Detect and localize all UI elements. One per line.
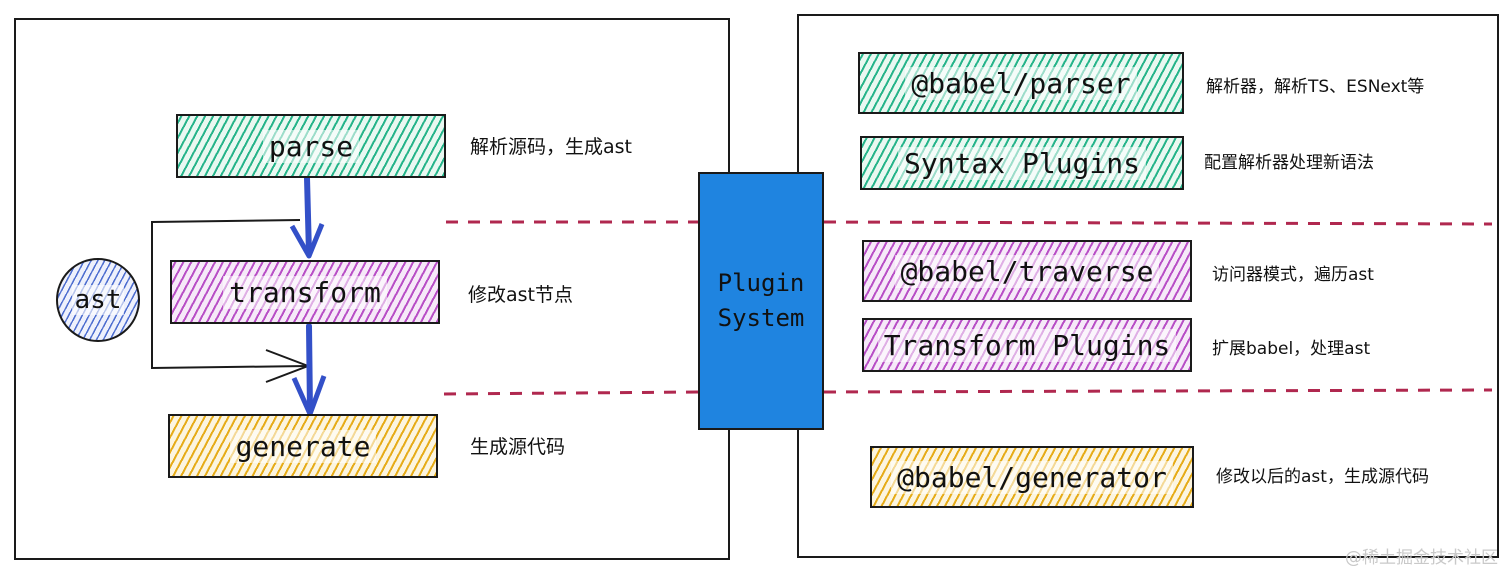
stage-generate-label: generate (229, 429, 377, 463)
stage-parse-label: parse (262, 129, 360, 163)
item-babel-parser-note: 解析器，解析TS、ESNext等 (1206, 77, 1425, 97)
item-babel-parser-label: @babel/parser (905, 66, 1137, 100)
item-transform-plugins-note: 扩展babel，处理ast (1212, 339, 1371, 359)
item-babel-generator: @babel/generator (870, 446, 1194, 508)
arrowhead-transform (289, 223, 325, 259)
stage-generate: generate (168, 414, 438, 478)
divider-bottom-left (443, 390, 699, 396)
watermark: @稀土掘金技术社区 (1345, 548, 1498, 568)
item-babel-generator-note: 修改以后的ast，生成源代码 (1216, 467, 1429, 487)
item-syntax-plugins: Syntax Plugins (860, 136, 1184, 190)
item-syntax-plugins-label: Syntax Plugins (897, 146, 1146, 180)
item-babel-traverse-label: @babel/traverse (894, 254, 1160, 288)
item-transform-plugins: Transform Plugins (862, 318, 1192, 372)
ast-node: ast (56, 258, 140, 342)
plugin-system-line2: System (717, 304, 805, 332)
arrow-parse-to-transform (304, 175, 312, 257)
loop-line (151, 219, 309, 370)
stage-parse-note: 解析源码，生成ast (470, 136, 632, 158)
item-transform-plugins-label: Transform Plugins (877, 328, 1177, 362)
item-babel-parser: @babel/parser (858, 52, 1184, 114)
stage-transform: transform (170, 260, 440, 324)
stage-parse: parse (176, 114, 446, 178)
stage-generate-note: 生成源代码 (470, 436, 566, 458)
ast-node-label: ast (71, 285, 125, 315)
plugin-system-line1: Plugin (717, 269, 805, 298)
plugin-system-box: Plugin System (698, 172, 824, 430)
item-babel-traverse: @babel/traverse (862, 240, 1192, 302)
stage-transform-note: 修改ast节点 (468, 284, 573, 306)
divider-bottom-right (823, 388, 1493, 394)
divider-top-right (823, 220, 1493, 226)
item-babel-traverse-note: 访问器模式，遍历ast (1212, 265, 1374, 285)
stage-transform-label: transform (223, 275, 387, 309)
item-syntax-plugins-note: 配置解析器处理新语法 (1204, 153, 1374, 173)
item-babel-generator-label: @babel/generator (891, 460, 1173, 494)
arrow-transform-to-generate (306, 323, 313, 415)
